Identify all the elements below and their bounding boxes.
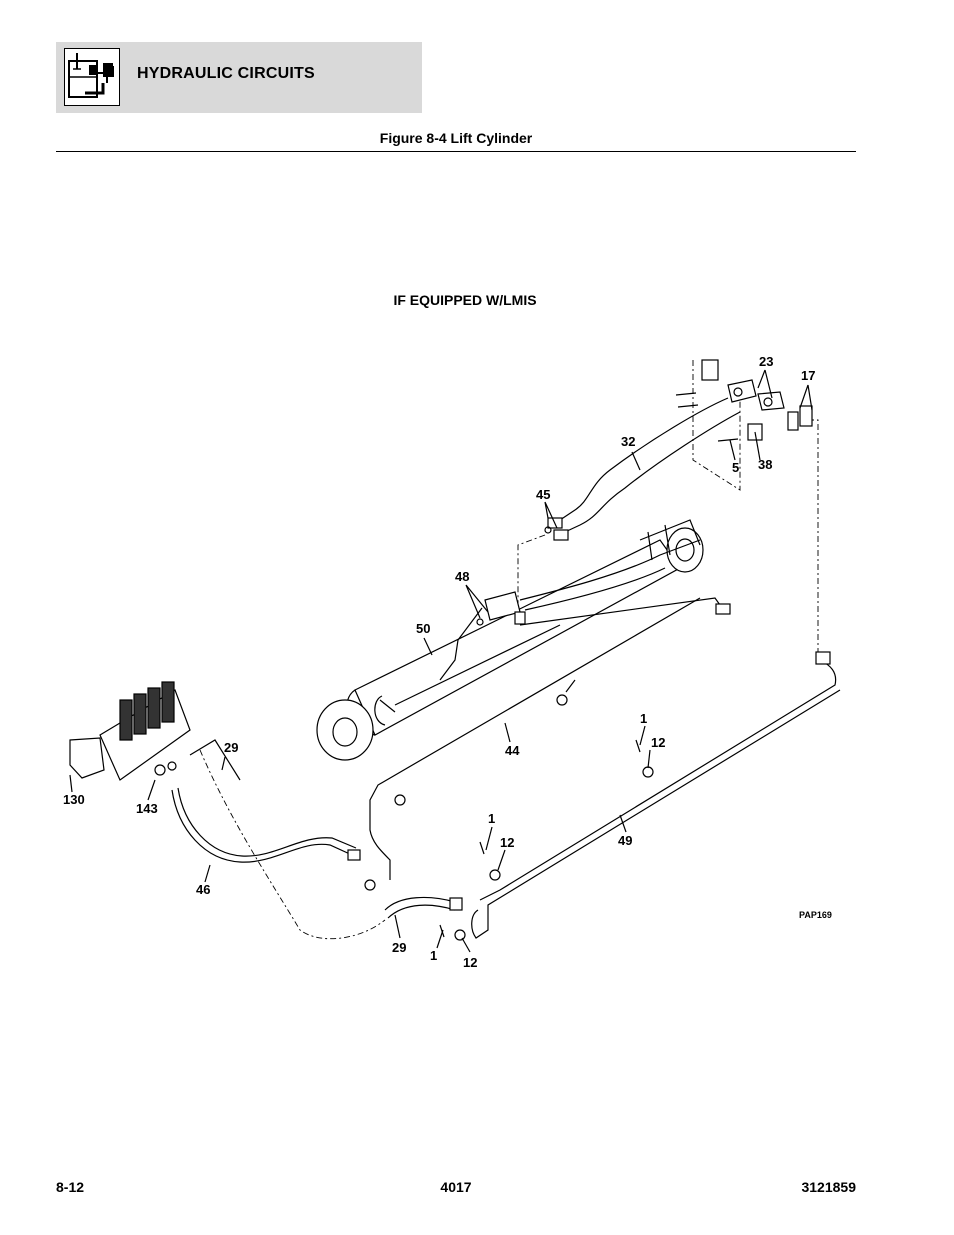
callout-44: 44 bbox=[505, 743, 520, 758]
option-label: IF EQUIPPED W/LMIS bbox=[393, 292, 537, 308]
callout-48: 48 bbox=[455, 569, 469, 584]
callout-49: 49 bbox=[618, 833, 632, 848]
manual-number: 3121859 bbox=[801, 1179, 856, 1195]
callout-130: 130 bbox=[63, 792, 85, 807]
callout-38: 38 bbox=[758, 457, 772, 472]
fitting-23 bbox=[727, 379, 785, 411]
callout-labels: 23 17 32 5 38 45 48 50 29 44 1 12 130 14… bbox=[63, 354, 832, 970]
callout-23: 23 bbox=[759, 354, 773, 369]
callout-12-lower: 12 bbox=[463, 955, 477, 970]
callout-143: 143 bbox=[136, 801, 158, 816]
callout-1-lower: 1 bbox=[430, 948, 437, 963]
callout-1-middle: 1 bbox=[488, 811, 495, 826]
mount-bracket bbox=[701, 359, 813, 441]
callout-32: 32 bbox=[621, 434, 635, 449]
callout-46: 46 bbox=[196, 882, 210, 897]
callout-1-upper: 1 bbox=[640, 711, 647, 726]
callout-12-upper: 12 bbox=[651, 735, 665, 750]
valve-block bbox=[439, 591, 526, 681]
drawing-id: PAP169 bbox=[799, 910, 832, 920]
figure-title: Figure 8-4 Lift Cylinder bbox=[379, 130, 533, 146]
cylinder-barrel bbox=[316, 519, 704, 761]
callout-5: 5 bbox=[732, 460, 739, 475]
model-number: 4017 bbox=[440, 1179, 472, 1195]
callout-50: 50 bbox=[416, 621, 430, 636]
lift-cylinder-drawing: 23 17 32 5 38 45 48 50 29 44 1 12 130 14… bbox=[63, 354, 841, 970]
callout-17: 17 bbox=[801, 368, 815, 383]
callout-29-upper: 29 bbox=[224, 740, 238, 755]
section-title: HYDRAULIC CIRCUITS bbox=[137, 65, 315, 82]
hydraulic-reservoir-icon bbox=[64, 48, 120, 106]
callout-45: 45 bbox=[536, 487, 550, 502]
control-valve bbox=[69, 681, 191, 781]
divider bbox=[56, 151, 856, 152]
callout-29-lower: 29 bbox=[392, 940, 406, 955]
fitting-45 bbox=[544, 517, 569, 541]
callout-12-middle: 12 bbox=[500, 835, 514, 850]
page-number: 8-12 bbox=[56, 1179, 85, 1195]
